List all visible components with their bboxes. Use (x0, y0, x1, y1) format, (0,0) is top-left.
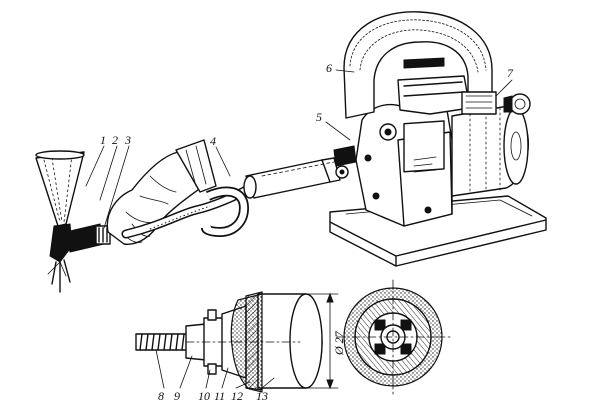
spray-gun-nozzle-body (65, 223, 111, 253)
callout-10: 10 (198, 389, 210, 403)
armature-bracket (397, 75, 497, 115)
callout-13: 13 (256, 389, 268, 403)
callout-2: 2 (112, 133, 118, 147)
callout-3: 3 (124, 133, 131, 147)
sleeve (175, 139, 217, 193)
nozzle-assembly-end-view (335, 279, 451, 395)
callout-12: 12 (231, 389, 243, 403)
nozzle-assembly-side-view (135, 291, 339, 393)
air-hose (121, 185, 251, 239)
leader-lines (85, 69, 513, 389)
callout-4: 4 (210, 134, 216, 148)
callout-1: 1 (100, 133, 106, 147)
callout-labels: 1 2 3 4 5 6 7 8 9 10 11 12 13 Ø 27 (100, 61, 514, 403)
machine-body (333, 103, 529, 227)
callout-8: 8 (158, 389, 164, 403)
callout-11: 11 (214, 389, 225, 403)
callout-5: 5 (316, 110, 322, 124)
callout-9: 9 (174, 389, 180, 403)
callout-7: 7 (507, 66, 514, 80)
adjustment-knob (503, 93, 531, 115)
hose-handle-sleeve (243, 157, 341, 199)
diameter-dimension-label: Ø 27 (332, 330, 346, 356)
callout-6: 6 (326, 61, 332, 75)
spray-gun-funnel (35, 150, 85, 293)
